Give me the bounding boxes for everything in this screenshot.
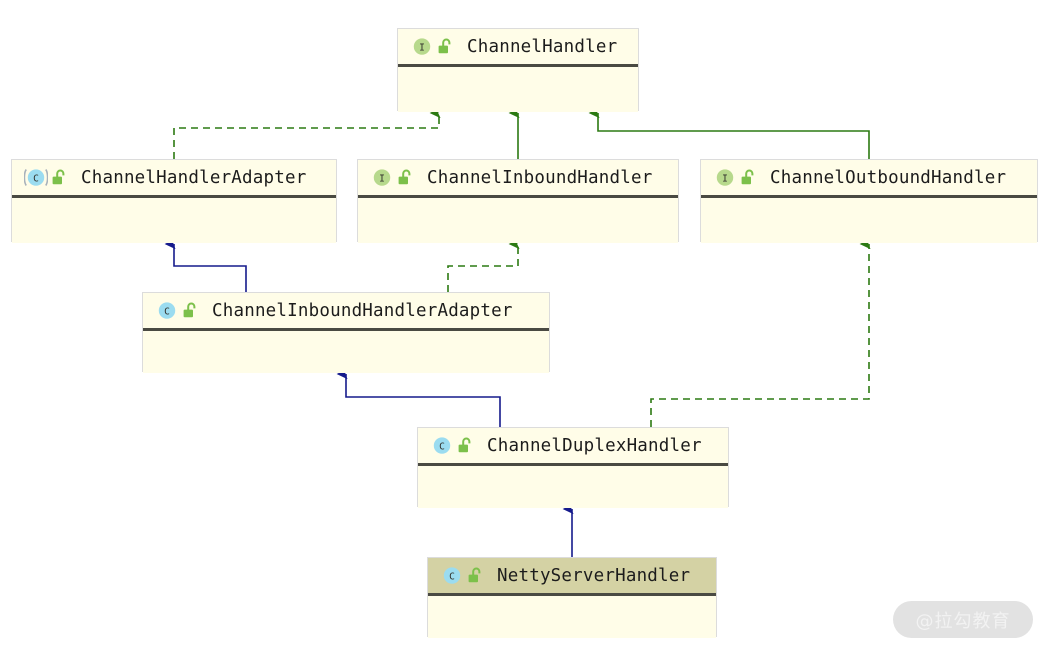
svg-text:C: C: [439, 441, 445, 452]
uml-node-header[interactable]: C ChannelInboundHandlerAdapter: [143, 293, 549, 331]
svg-text:C: C: [449, 571, 455, 582]
unlocked-padlock-icon: [457, 436, 473, 456]
unlocked-padlock-icon: [467, 566, 483, 586]
class-icon: C: [155, 300, 179, 322]
watermark-text: @拉勾教育: [915, 610, 1011, 632]
uml-class-node-channel-inbound-handler[interactable]: I ChannelInboundHandler: [357, 159, 679, 243]
interface-icon: I: [713, 167, 737, 189]
watermark-badge: @拉勾教育: [893, 601, 1033, 638]
uml-node-title: ChannelOutboundHandler: [770, 167, 1007, 188]
interface-icon: I: [370, 167, 394, 189]
uml-edge-implements: [650, 238, 871, 427]
svg-text:C: C: [33, 173, 39, 184]
uml-edge-implements: [173, 107, 441, 159]
uml-node-members: [12, 198, 336, 243]
uml-node-header[interactable]: I ChannelOutboundHandler: [701, 160, 1037, 198]
uml-class-node-channel-handler[interactable]: I ChannelHandler: [397, 28, 639, 112]
uml-node-title: ChannelDuplexHandler: [487, 435, 702, 456]
uml-class-node-netty-server-handler[interactable]: C NettyServerHandler: [427, 557, 717, 638]
abstract-class-icon: C: [24, 167, 48, 189]
unlocked-padlock-icon: [740, 168, 756, 188]
uml-node-members: [143, 331, 549, 373]
svg-text:I: I: [419, 42, 425, 53]
uml-node-members: [701, 198, 1037, 243]
uml-edge-extends: [164, 238, 247, 292]
uml-node-title: ChannelInboundHandlerAdapter: [212, 300, 513, 321]
uml-class-node-channel-duplex-handler[interactable]: C ChannelDuplexHandler: [417, 427, 729, 508]
uml-edge-implements: [447, 238, 520, 292]
uml-class-node-channel-inbound-handler-adapter[interactable]: C ChannelInboundHandlerAdapter: [142, 292, 550, 373]
class-icon: C: [430, 435, 454, 457]
uml-node-members: [358, 198, 678, 243]
uml-node-members: [418, 466, 728, 508]
uml-node-header[interactable]: I ChannelInboundHandler: [358, 160, 678, 198]
svg-text:I: I: [722, 173, 728, 184]
uml-node-title: ChannelHandler: [467, 36, 618, 57]
unlocked-padlock-icon: [437, 37, 453, 57]
unlocked-padlock-icon: [182, 301, 198, 321]
interface-icon: I: [410, 36, 434, 58]
svg-text:I: I: [379, 173, 385, 184]
uml-node-title: NettyServerHandler: [497, 565, 691, 586]
uml-node-members: [428, 596, 716, 638]
class-icon: C: [440, 565, 464, 587]
unlocked-padlock-icon: [397, 168, 413, 188]
uml-edge-extends: [336, 368, 501, 427]
unlocked-padlock-icon: [51, 168, 67, 188]
uml-node-title: ChannelHandlerAdapter: [81, 167, 307, 188]
uml-class-node-channel-handler-adapter[interactable]: C ChannelHandlerAdapter: [11, 159, 337, 243]
uml-edge-extends-interface: [588, 107, 870, 159]
uml-node-members: [398, 67, 638, 112]
uml-class-node-channel-outbound-handler[interactable]: I ChannelOutboundHandler: [700, 159, 1038, 243]
uml-node-header[interactable]: C ChannelHandlerAdapter: [12, 160, 336, 198]
uml-node-title: ChannelInboundHandler: [427, 167, 653, 188]
uml-node-header[interactable]: I ChannelHandler: [398, 29, 638, 67]
uml-node-header[interactable]: C NettyServerHandler: [428, 558, 716, 596]
uml-node-header[interactable]: C ChannelDuplexHandler: [418, 428, 728, 466]
svg-text:C: C: [164, 306, 170, 317]
